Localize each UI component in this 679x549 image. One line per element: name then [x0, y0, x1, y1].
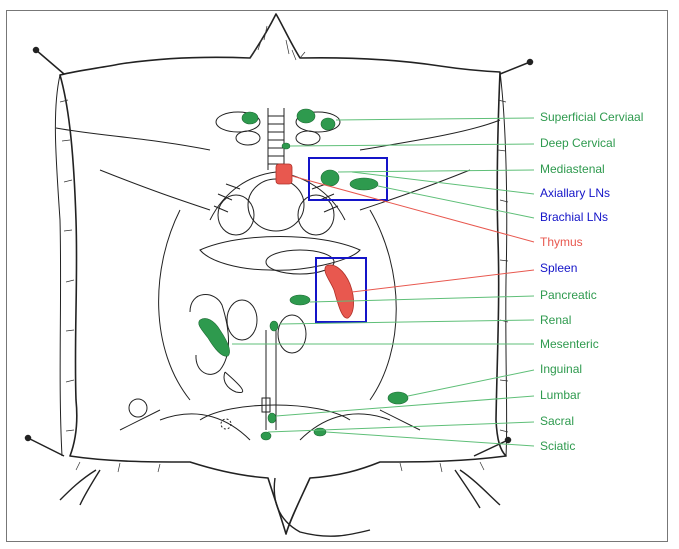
label-brachial-lns: Brachial LNs: [540, 210, 608, 224]
label-pancreatic: Pancreatic: [540, 288, 597, 302]
pins: [26, 48, 533, 457]
axillary-brachial-box: [309, 158, 387, 200]
tail-and-limbs: [60, 470, 500, 536]
label-deep-cervical: Deep Cervical: [540, 136, 615, 150]
label-sciatic: Sciatic: [540, 439, 575, 453]
label-axillary-lns: Axiallary LNs: [540, 186, 610, 200]
organs: [276, 164, 354, 318]
label-sacral: Sacral: [540, 414, 574, 428]
pelt-outline: [55, 14, 506, 534]
label-inguinal: Inguinal: [540, 362, 582, 376]
spleen-shape: [325, 265, 354, 318]
label-thymus: Thymus: [540, 235, 583, 249]
label-lumbar: Lumbar: [540, 388, 581, 402]
label-renal: Renal: [540, 313, 571, 327]
thymus-shape: [276, 164, 292, 184]
label-spleen: Spleen: [540, 261, 577, 275]
label-mesenteric: Mesenteric: [540, 337, 599, 351]
label-mediastinal: Mediastenal: [540, 162, 605, 176]
label-superficial-cervical: Superficial Cerviaal: [540, 110, 643, 124]
anatomy-sketch: [56, 108, 500, 440]
